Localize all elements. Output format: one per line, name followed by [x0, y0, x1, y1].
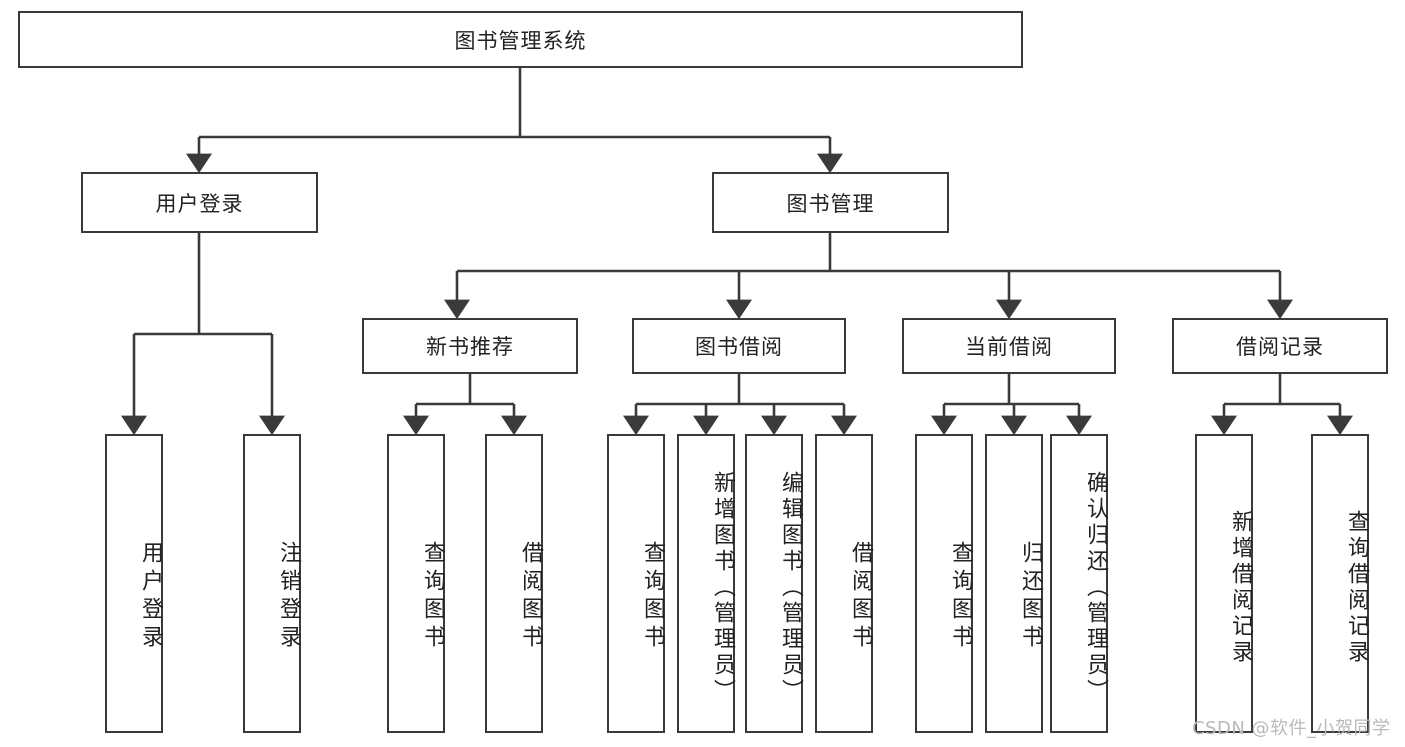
- leaf-recommend-borrow-book[interactable]: 借阅图书: [485, 434, 543, 733]
- leaf-borrow-edit-book-admin[interactable]: 编辑图书（管理员）: [745, 434, 803, 733]
- csdn-watermark: CSDN @软件_小贺同学: [1192, 718, 1391, 739]
- leaf-current-query-book[interactable]: 查询图书: [915, 434, 973, 733]
- node-book-management[interactable]: 图书管理: [712, 172, 949, 233]
- leaf-record-add-record[interactable]: 新增借阅记录: [1195, 434, 1253, 733]
- leaf-user-login-logout[interactable]: 注销登录: [243, 434, 301, 733]
- node-new-book-recommend[interactable]: 新书推荐: [362, 318, 578, 374]
- leaf-borrow-query-book[interactable]: 查询图书: [607, 434, 665, 733]
- node-borrow-record[interactable]: 借阅记录: [1172, 318, 1388, 374]
- leaf-user-login-login[interactable]: 用户登录: [105, 434, 163, 733]
- leaf-current-return-book[interactable]: 归还图书: [985, 434, 1043, 733]
- leaf-borrow-add-book-admin[interactable]: 新增图书（管理员）: [677, 434, 735, 733]
- node-current-borrow[interactable]: 当前借阅: [902, 318, 1116, 374]
- leaf-borrow-borrow-book[interactable]: 借阅图书: [815, 434, 873, 733]
- node-user-login[interactable]: 用户登录: [81, 172, 318, 233]
- node-root-system[interactable]: 图书管理系统: [18, 11, 1023, 68]
- leaf-record-query-record[interactable]: 查询借阅记录: [1311, 434, 1369, 733]
- leaf-current-confirm-return-admin[interactable]: 确认归还（管理员）: [1050, 434, 1108, 733]
- leaf-recommend-query-book[interactable]: 查询图书: [387, 434, 445, 733]
- node-book-borrow[interactable]: 图书借阅: [632, 318, 846, 374]
